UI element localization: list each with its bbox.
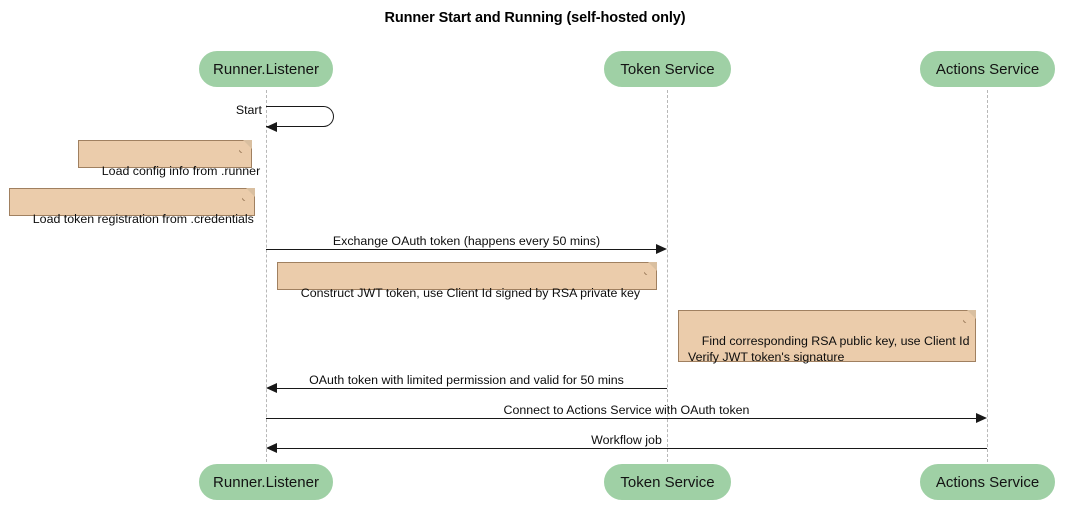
note-text: Load config info from .runner — [101, 164, 261, 178]
participant-label: Actions Service — [935, 60, 1040, 78]
lifeline-actions — [987, 90, 988, 462]
participant-runner-bottom[interactable]: Runner.Listener — [199, 464, 333, 500]
message-label-workflow-job: Workflow job — [591, 433, 662, 447]
message-arrowhead-start — [266, 121, 277, 132]
participant-label: Runner.Listener — [213, 60, 319, 78]
note-fold-line-icon — [644, 262, 657, 275]
note-verify-jwt-signature: Find corresponding RSA public key, use C… — [678, 310, 976, 364]
participant-token-bottom[interactable]: Token Service — [604, 464, 731, 500]
message-label-connect-actions-service: Connect to Actions Service with OAuth to… — [503, 403, 750, 417]
message-arrowhead-workflow-job — [266, 443, 277, 453]
message-line-workflow-job — [277, 448, 987, 449]
note-text: Construct JWT token, use Client Id signe… — [300, 286, 641, 300]
participant-actions-top[interactable]: Actions Service — [920, 51, 1055, 87]
note-construct-jwt-token: Construct JWT token, use Client Id signe… — [277, 262, 657, 300]
message-arrowhead-connect-actions-service — [976, 413, 987, 423]
participant-runner-top[interactable]: Runner.Listener — [199, 51, 333, 87]
note-fold-line-icon — [242, 188, 255, 201]
participant-token-top[interactable]: Token Service — [604, 51, 731, 87]
participant-label: Token Service — [620, 473, 715, 491]
message-selfloop-start — [266, 106, 334, 127]
note-text: Load token registration from .credential… — [32, 212, 254, 226]
message-arrowhead-oauth-token-response — [266, 383, 277, 393]
participant-label: Actions Service — [935, 473, 1040, 491]
lifeline-runner — [266, 90, 267, 462]
participant-actions-bottom[interactable]: Actions Service — [920, 464, 1055, 500]
diagram-title: Runner Start and Running (self-hosted on… — [384, 10, 686, 26]
note-fold-line-icon — [963, 310, 976, 323]
message-line-exchange-oauth-token — [266, 249, 656, 250]
lifeline-token — [667, 90, 668, 462]
note-load-token-registration: Load token registration from .credential… — [9, 188, 255, 226]
message-line-oauth-token-response — [277, 388, 667, 389]
participant-label: Runner.Listener — [213, 473, 319, 491]
message-label-start: Start — [235, 103, 262, 117]
message-label-exchange-oauth-token: Exchange OAuth token (happens every 50 m… — [332, 234, 601, 248]
participant-label: Token Service — [620, 60, 715, 78]
note-text: Find corresponding RSA public key, use C… — [688, 334, 970, 364]
note-load-config: Load config info from .runner — [78, 140, 260, 178]
message-line-connect-actions-service — [266, 418, 976, 419]
note-fold-line-icon — [239, 140, 252, 153]
message-label-oauth-token-response: OAuth token with limited permission and … — [309, 373, 624, 387]
message-arrowhead-exchange-oauth-token — [656, 244, 667, 254]
